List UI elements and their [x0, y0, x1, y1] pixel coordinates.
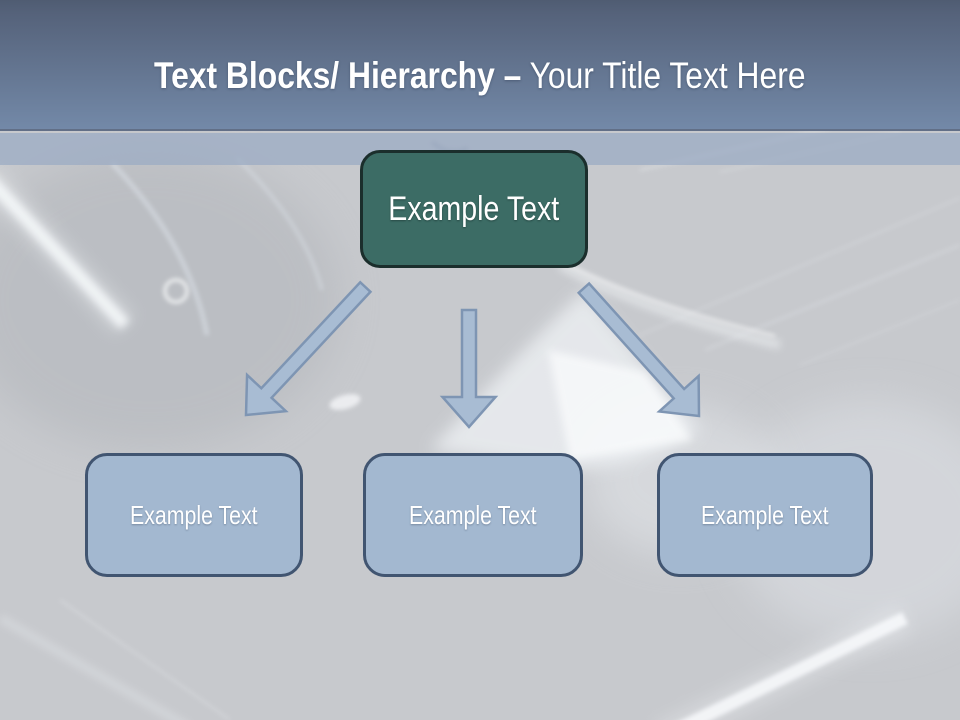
- title-bar: Text Blocks/ Hierarchy – Your Title Text…: [0, 0, 960, 131]
- hierarchy-child-node-2[interactable]: Example Text: [363, 453, 583, 577]
- root-node-label: Example Text: [388, 189, 560, 228]
- arrow-down-icon[interactable]: [439, 308, 499, 429]
- arrow-down-left-icon[interactable]: [227, 269, 385, 433]
- hierarchy-child-node-1[interactable]: Example Text: [85, 453, 303, 577]
- hierarchy-child-node-3[interactable]: Example Text: [657, 453, 873, 577]
- slide-title[interactable]: Text Blocks/ Hierarchy – Your Title Text…: [154, 57, 805, 94]
- child-node-label: Example Text: [701, 499, 829, 530]
- title-regular-text: Your Title Text Here: [529, 55, 806, 96]
- child-node-label: Example Text: [130, 499, 258, 530]
- title-bold-text: Text Blocks/ Hierarchy –: [154, 55, 522, 96]
- child-node-label: Example Text: [409, 499, 537, 530]
- hierarchy-root-node[interactable]: Example Text: [360, 150, 588, 268]
- arrow-down-right-icon[interactable]: [564, 270, 718, 433]
